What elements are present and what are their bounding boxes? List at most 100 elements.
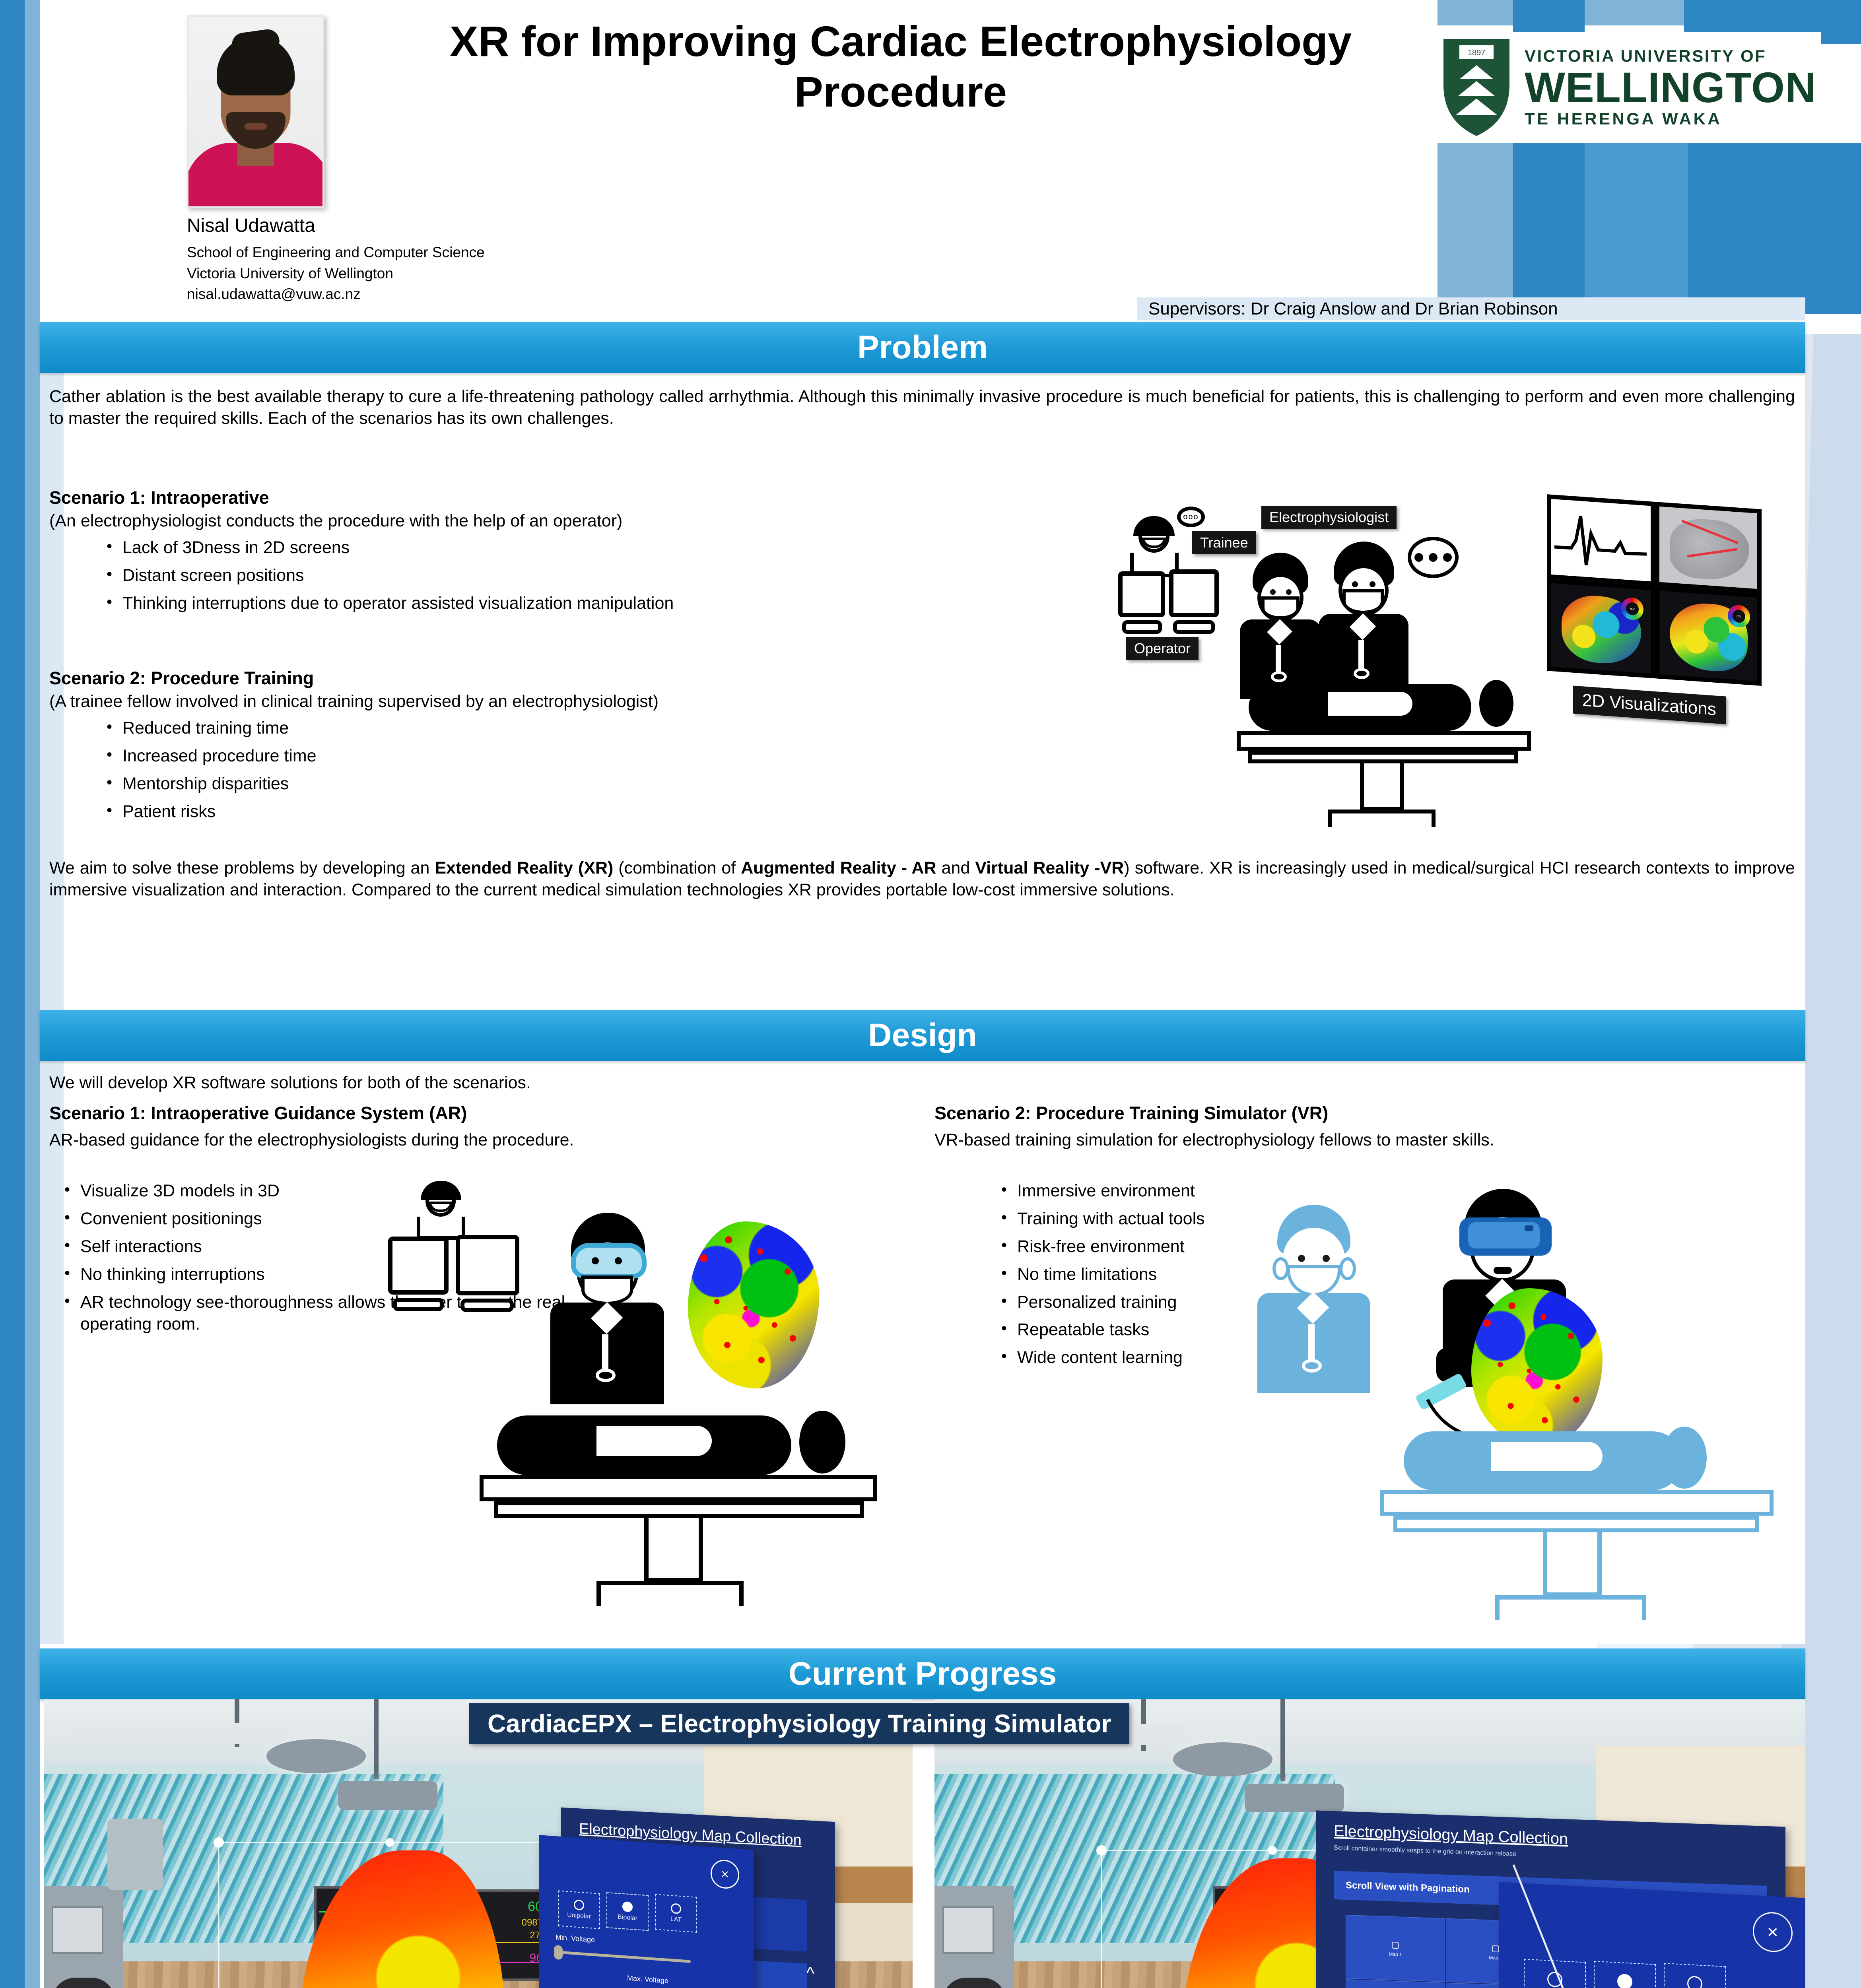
lamp-arm-icon-2 xyxy=(374,1699,379,1779)
author-photo xyxy=(187,15,324,208)
header-decor-block-1 xyxy=(1438,0,1513,25)
vr-panel-subtitle: Scroll container smoothly snaps to the g… xyxy=(1334,1844,1516,1858)
assistant-hair-icon xyxy=(421,1181,461,1200)
monitor-stand-2 xyxy=(1173,620,1215,634)
problem-closing-paragraph: We aim to solve these problems by develo… xyxy=(49,858,1795,899)
list-item: Patient risks xyxy=(91,800,887,823)
map-mode-label: Unipolar xyxy=(567,1912,591,1920)
close-icon[interactable]: × xyxy=(711,1859,739,1890)
page-title: XR for Improving Cardiac Electrophysiolo… xyxy=(449,17,1352,116)
operator-hair-icon xyxy=(1133,516,1175,536)
author-email[interactable]: nisal.udawatta@vuw.ac.nz xyxy=(187,286,361,303)
operator-speech-bubble-icon: ooo xyxy=(1177,507,1205,527)
electroanatomical-map-3d-model xyxy=(688,1221,819,1388)
operating-table-edge xyxy=(1393,1516,1759,1532)
list-item: Wide content learning xyxy=(986,1346,1483,1369)
scroll-up-chevron-icon[interactable]: ^ xyxy=(806,1963,814,1984)
list-item: Visualize 3D models in 3D xyxy=(49,1179,566,1202)
operating-table-top xyxy=(1380,1490,1774,1516)
list-item: Lack of 3Dness in 2D screens xyxy=(91,536,887,559)
design-right-heading: Scenario 2: Procedure Training Simulator… xyxy=(934,1103,1329,1123)
patient-arm-icon xyxy=(596,1426,712,1456)
panel-left-tint xyxy=(40,373,64,1010)
monitor-icon-1 xyxy=(1118,571,1165,617)
list-item: Personalized training xyxy=(986,1291,1483,1314)
poster-header: XR for Improving Cardiac Electrophysiolo… xyxy=(0,0,1861,320)
label-trainee: Trainee xyxy=(1192,531,1256,554)
problem-scenario1-note: (An electrophysiologist conducts the pro… xyxy=(49,511,623,530)
design-left-heading: Scenario 1: Intraoperative Guidance Syst… xyxy=(49,1103,467,1123)
design-vr-illustration xyxy=(1249,1185,1805,1634)
map-mode-label: Bipolar xyxy=(618,1913,637,1922)
left-accent-bar xyxy=(0,0,25,1988)
operating-table-base xyxy=(1495,1595,1646,1620)
map-mode-option-lat[interactable]: LAT xyxy=(655,1894,697,1933)
monitor-icon-2 xyxy=(1169,569,1219,617)
equipment-screen xyxy=(942,1906,994,1954)
patient-head-icon xyxy=(1479,680,1513,727)
patient-head-icon xyxy=(1662,1427,1707,1489)
map-mode-option-bipolar[interactable]: Bipolar xyxy=(606,1892,649,1931)
problem-scenario1-bullets: Lack of 3Dness in 2D screens Distant scr… xyxy=(91,536,887,620)
design-ar-illustration xyxy=(382,1177,978,1634)
surgical-lamp-icon-1 xyxy=(266,1739,366,1773)
list-item: No time limitations xyxy=(986,1263,1483,1286)
grid-cell-label: Map 1 xyxy=(1389,1951,1402,1957)
vr-panel-title: Electrophysiology Map Collection xyxy=(1334,1822,1568,1848)
crest-icon: 1897 xyxy=(1439,37,1514,138)
university-logo: 1897 VICTORIA UNIVERSITY OF WELLINGTON T… xyxy=(1432,32,1821,143)
operating-table-edge xyxy=(1248,751,1518,763)
header-decor-block-7 xyxy=(1585,143,1688,314)
vr-trainee-figure-icon xyxy=(1436,1189,1575,1411)
min-voltage-slider-track[interactable] xyxy=(556,1951,691,1963)
operating-table-top xyxy=(1237,731,1531,751)
ar-doctor-figure-icon xyxy=(549,1213,668,1419)
operating-table-edge xyxy=(494,1501,864,1518)
list-item: Risk-free environment xyxy=(986,1235,1483,1258)
author-university: Victoria University of Wellington xyxy=(187,265,393,282)
problem-illustration: ooo Operator Trainee Electrophysiologist xyxy=(1105,493,1781,827)
problem-intro: Cather ablation is the best available th… xyxy=(49,387,1795,428)
max-voltage-label: Max. Voltage xyxy=(627,1974,669,1985)
header-decor-block-5 xyxy=(1438,143,1513,314)
operating-table-leg xyxy=(1360,763,1404,811)
map-mode-label: LAT xyxy=(670,1916,682,1924)
list-item: Distant screen positions xyxy=(91,564,887,587)
design-intro: We will develop XR software solutions fo… xyxy=(49,1073,531,1092)
anatomy-screen xyxy=(1655,502,1762,594)
problem-scenario2-bullets: Reduced training time Increased procedur… xyxy=(91,716,887,829)
label-operator: Operator xyxy=(1126,637,1199,660)
surgical-lamp-icon-1 xyxy=(1173,1742,1272,1776)
vr-screenshot-left: 60 60 0987 27| 96 xyxy=(44,1699,913,1988)
list-item: Self interactions xyxy=(49,1235,566,1258)
min-voltage-slider-knob[interactable] xyxy=(554,1945,563,1960)
monitor-stand-1 xyxy=(1122,620,1162,634)
surgical-lamp-icon-2 xyxy=(338,1781,437,1810)
logo-line-1: VICTORIA UNIVERSITY OF xyxy=(1525,46,1767,65)
vr-map-settings-panel[interactable]: × Unipolar Bipolar LAT Min. Voltage Max.… xyxy=(539,1835,754,1988)
screens-wall-icon: mV mV xyxy=(1547,494,1762,700)
problem-scenario2-heading: Scenario 2: Procedure Training xyxy=(49,668,314,688)
map-screen-right: mV xyxy=(1655,586,1762,686)
header-decor-block-3 xyxy=(1585,0,1684,25)
design-right-note: VR-based training simulation for electro… xyxy=(934,1130,1494,1149)
lamp-arm-icon-2 xyxy=(1280,1699,1285,1781)
operating-table-leg xyxy=(644,1518,703,1582)
close-icon[interactable]: × xyxy=(1753,1911,1793,1953)
list-item: Increased procedure time xyxy=(91,744,887,767)
patient-arm-icon xyxy=(1328,692,1412,716)
monitor-stand-1 xyxy=(393,1298,444,1311)
patient-head-icon xyxy=(799,1411,845,1474)
supervisors-line: Supervisors: Dr Craig Anslow and Dr Bria… xyxy=(1137,297,1805,320)
grid-cell-0[interactable]: ▢Map 1 xyxy=(1346,1914,1445,1982)
panel-left-tint xyxy=(40,1061,64,1644)
map-mode-option-unipolar[interactable]: Unipolar xyxy=(558,1890,600,1929)
operating-table-base xyxy=(596,1581,744,1606)
list-item: Immersive environment xyxy=(986,1179,1483,1202)
operating-table-base xyxy=(1328,810,1436,827)
equipment-screen xyxy=(52,1906,103,1954)
surgical-lamp-icon-2 xyxy=(1245,1784,1344,1812)
ar-headset-icon xyxy=(571,1243,647,1279)
list-item: Training with actual tools xyxy=(986,1207,1483,1230)
logo-line-2: WELLINGTON xyxy=(1525,63,1816,111)
